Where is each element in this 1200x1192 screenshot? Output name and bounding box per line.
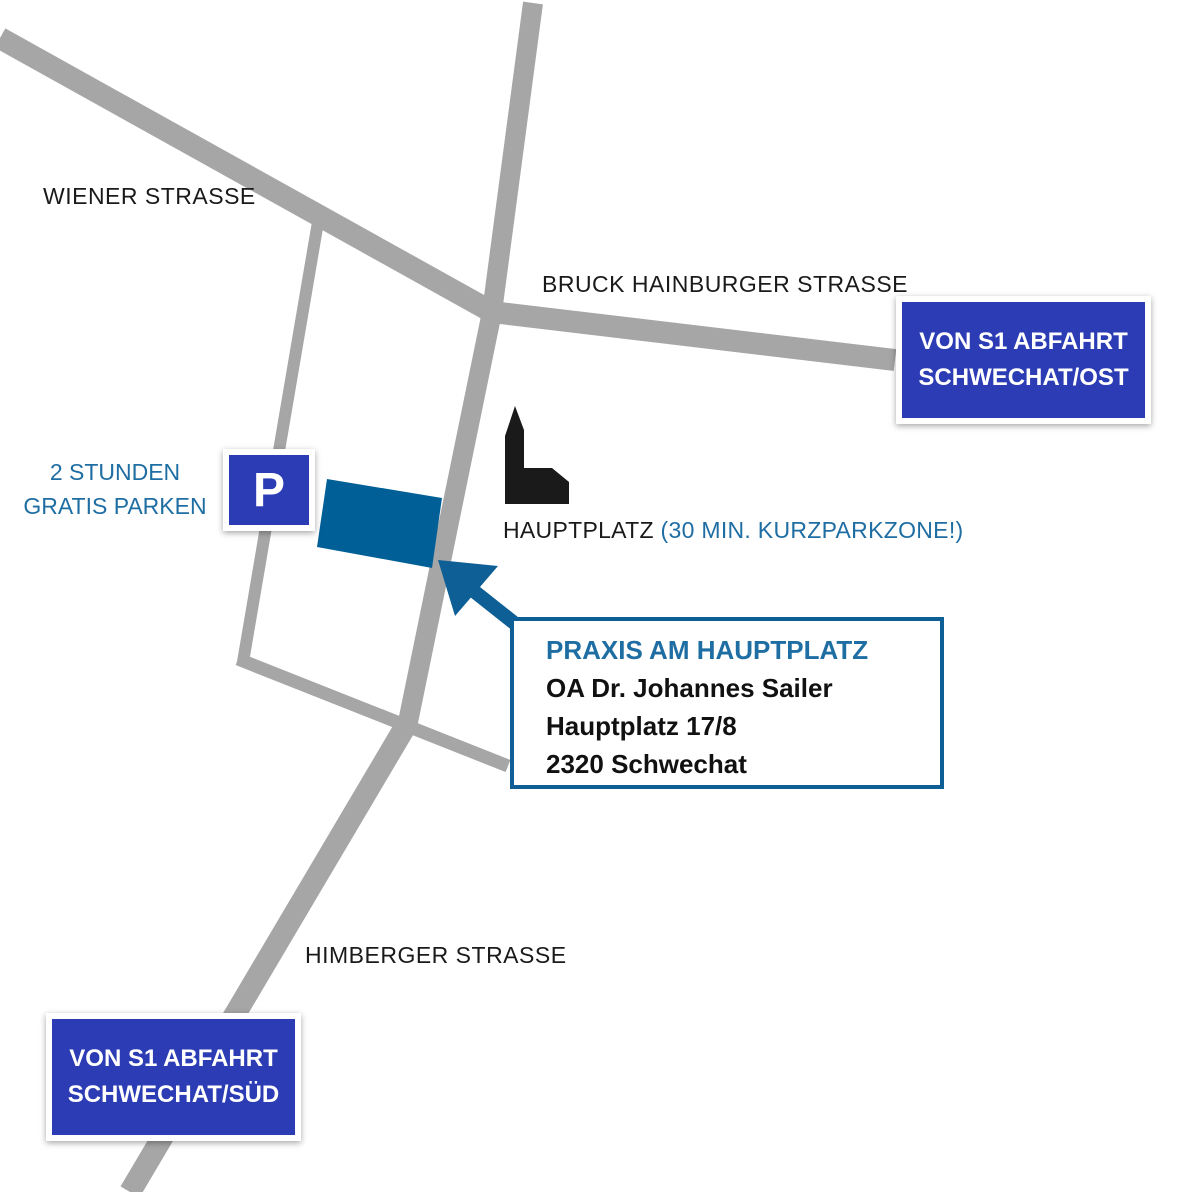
parking-building [317, 479, 442, 568]
hauptplatz-label: HAUPTPLATZ (30 MIN. KURZPARKZONE!) [503, 517, 963, 544]
practice-title: PRAXIS AM HAUPTPLATZ [546, 635, 869, 665]
practice-doctor: OA Dr. Johannes Sailer [546, 673, 833, 703]
road-side-west [237, 220, 324, 664]
road-wiener-strasse [0, 28, 498, 322]
street-label-bruck-hainburger: BRUCK HAINBURGER STRASSE [542, 271, 909, 297]
practice-address-box: PRAXIS AM HAUPTPLATZ OA Dr. Johannes Sai… [510, 617, 944, 789]
parking-note-line2: GRATIS PARKEN [23, 493, 207, 519]
church-icon [505, 406, 569, 504]
road-main-north [482, 1, 543, 314]
exit-sign-sued-line2: SCHWECHAT/SÜD [67, 1081, 280, 1108]
hauptplatz-parking-note: (30 MIN. KURZPARKZONE!) [660, 517, 964, 543]
street-label-wiener: WIENER STRASSE [43, 183, 256, 209]
parking-note: 2 STUNDEN GRATIS PARKEN [20, 455, 210, 523]
exit-sign-sued-line1: VON S1 ABFAHRT [69, 1045, 278, 1072]
road-side-south [235, 652, 511, 773]
road-bruck-hainburger-strasse [490, 301, 897, 371]
practice-city: 2320 Schwechat [546, 749, 747, 779]
exit-sign-schwechat-sued: VON S1 ABFAHRT SCHWECHAT/SÜD [46, 1013, 301, 1141]
exit-sign-schwechat-ost: VON S1 ABFAHRT SCHWECHAT/OST [896, 296, 1151, 424]
hauptplatz-name: HAUPTPLATZ [503, 517, 654, 543]
road-main-center [398, 309, 502, 725]
roads [0, 1, 897, 1192]
street-label-himberger: HIMBERGER STRASSE [305, 942, 567, 968]
exit-sign-ost-line1: VON S1 ABFAHRT [919, 328, 1128, 355]
exit-sign-ost-line2: SCHWECHAT/OST [918, 364, 1129, 391]
practice-street: Hauptplatz 17/8 [546, 711, 737, 741]
parking-icon: P [223, 449, 315, 531]
parking-note-line1: 2 STUNDEN [49, 459, 181, 485]
